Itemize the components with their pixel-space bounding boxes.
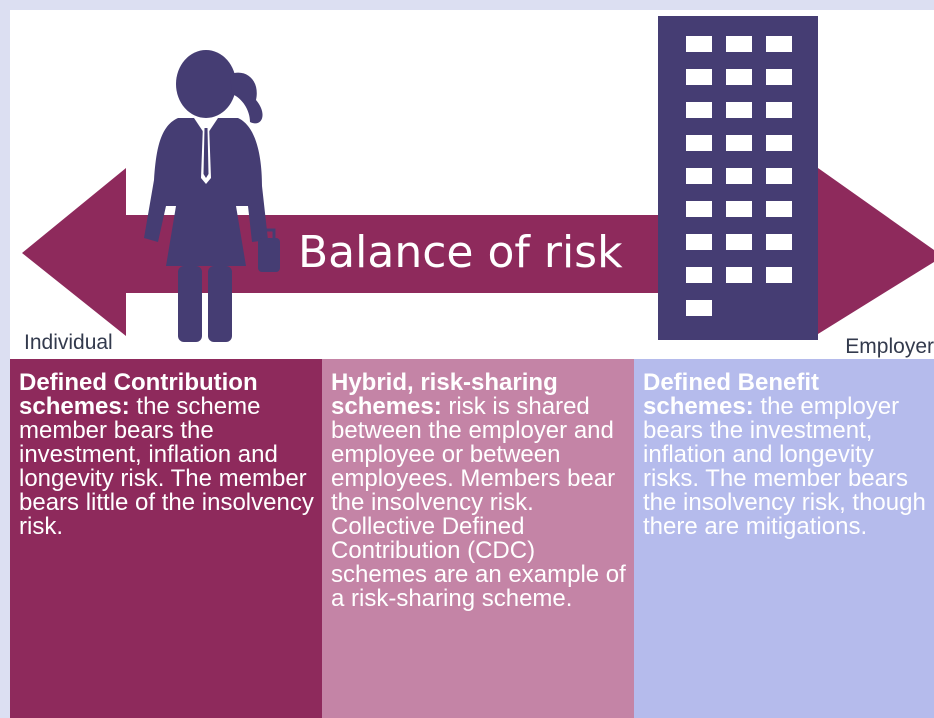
building-window [766, 234, 792, 250]
panel-title: Defined Contribution schemes: [19, 369, 258, 420]
businesswoman-icon [144, 50, 280, 342]
building-window [686, 168, 712, 184]
building-window [726, 201, 752, 217]
building-window [766, 201, 792, 217]
panel-title: Hybrid, risk-sharing schemes: [331, 369, 558, 420]
building-window [726, 168, 752, 184]
building-window [766, 69, 792, 85]
panel-body: the employer bears the investment, infla… [643, 393, 926, 540]
office-building-icon [658, 16, 818, 340]
building-window [726, 135, 752, 151]
building-window [726, 69, 752, 85]
defined-benefit-panel: Defined Benefit schemes: the employer be… [634, 359, 934, 718]
double-headed-arrow-icon [22, 168, 934, 336]
panel-title: Defined Benefit schemes: [643, 369, 820, 420]
building-window [686, 36, 712, 52]
building-window [766, 267, 792, 283]
building-window [686, 300, 712, 316]
building-window [726, 102, 752, 118]
balance-diagram: Balance of risk [22, 16, 934, 342]
building-window [726, 36, 752, 52]
employer-label: Employer [845, 335, 934, 358]
building-window [766, 168, 792, 184]
building-window [766, 135, 792, 151]
building-window [686, 135, 712, 151]
diagram-title: Balance of risk [298, 227, 623, 278]
hybrid-risk-sharing-panel: Hybrid, risk-sharing schemes: risk is sh… [322, 359, 634, 718]
individual-label: Individual [24, 331, 113, 354]
defined-contribution-panel: Defined Contribution schemes: the scheme… [10, 359, 322, 718]
building-window [766, 102, 792, 118]
building-window [686, 102, 712, 118]
panel-body: the scheme member bears the investment, … [19, 393, 314, 540]
building-window [686, 201, 712, 217]
building-window [766, 36, 792, 52]
building-window [686, 267, 712, 283]
building-window [726, 234, 752, 250]
building-window [686, 69, 712, 85]
building-window [726, 267, 752, 283]
panel-body: risk is shared between the employer and … [331, 393, 626, 612]
building-window [686, 234, 712, 250]
infographic: Balance of risk Individual Employer Defi… [10, 10, 934, 718]
